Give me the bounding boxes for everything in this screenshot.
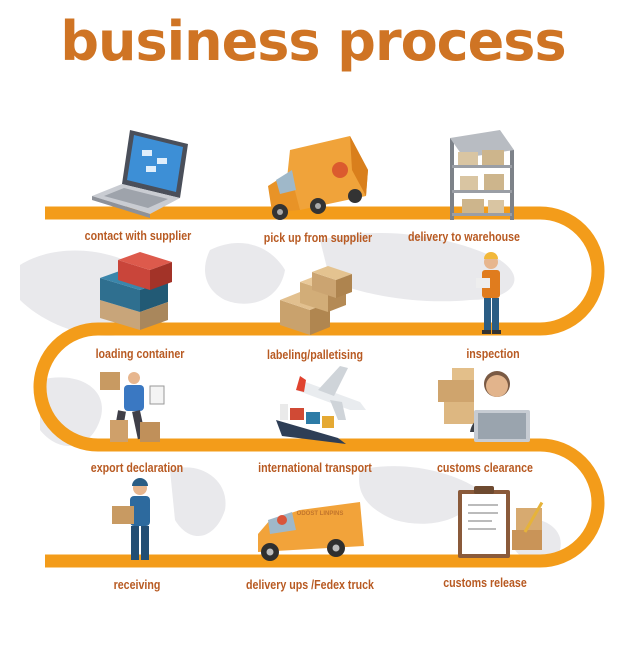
step-label-customs-release: customs release [443,575,527,590]
warehouse-shelf-icon [450,130,514,220]
process-track [33,206,605,568]
customs-officer-icon [438,368,530,442]
laptop-icon [92,130,188,218]
step-label-contact-with-supplier: contact with supplier [84,228,192,243]
step-label-export-declaration: export declaration [90,460,184,475]
courier-worker-icon [100,372,165,442]
step-label-international-transport: international transport [258,460,372,475]
page-title: business process [60,10,566,73]
step-label-loading-container: loading container [95,346,185,361]
shipping-container-icon [100,252,172,330]
step-label-pick-up-from-supplier: pick up from supplier [263,230,373,245]
van-side-text: ODOST LINPINS [297,511,344,517]
clipboard-form-icon [458,486,544,558]
delivery-van-icon [268,136,368,220]
delivery-truck-icon: ODOST LINPINS [258,502,364,561]
receiving-worker-icon [112,478,150,560]
step-label-receiving: receiving [113,577,161,592]
step-label-labeling-palletising: labeling/palletising [267,347,363,362]
step-label-customs-clearance: customs clearance [436,460,533,475]
step-label-delivery-ups-fedex-truck: delivery ups /Fedex truck [246,577,374,592]
cardboard-boxes-icon [280,266,352,335]
step-label-inspection: inspection [466,346,520,361]
inspector-worker-icon [476,252,501,334]
step-label-delivery-to-warehouse: delivery to warehouse [408,229,520,244]
airplane-cargo-ship-icon [276,366,366,444]
